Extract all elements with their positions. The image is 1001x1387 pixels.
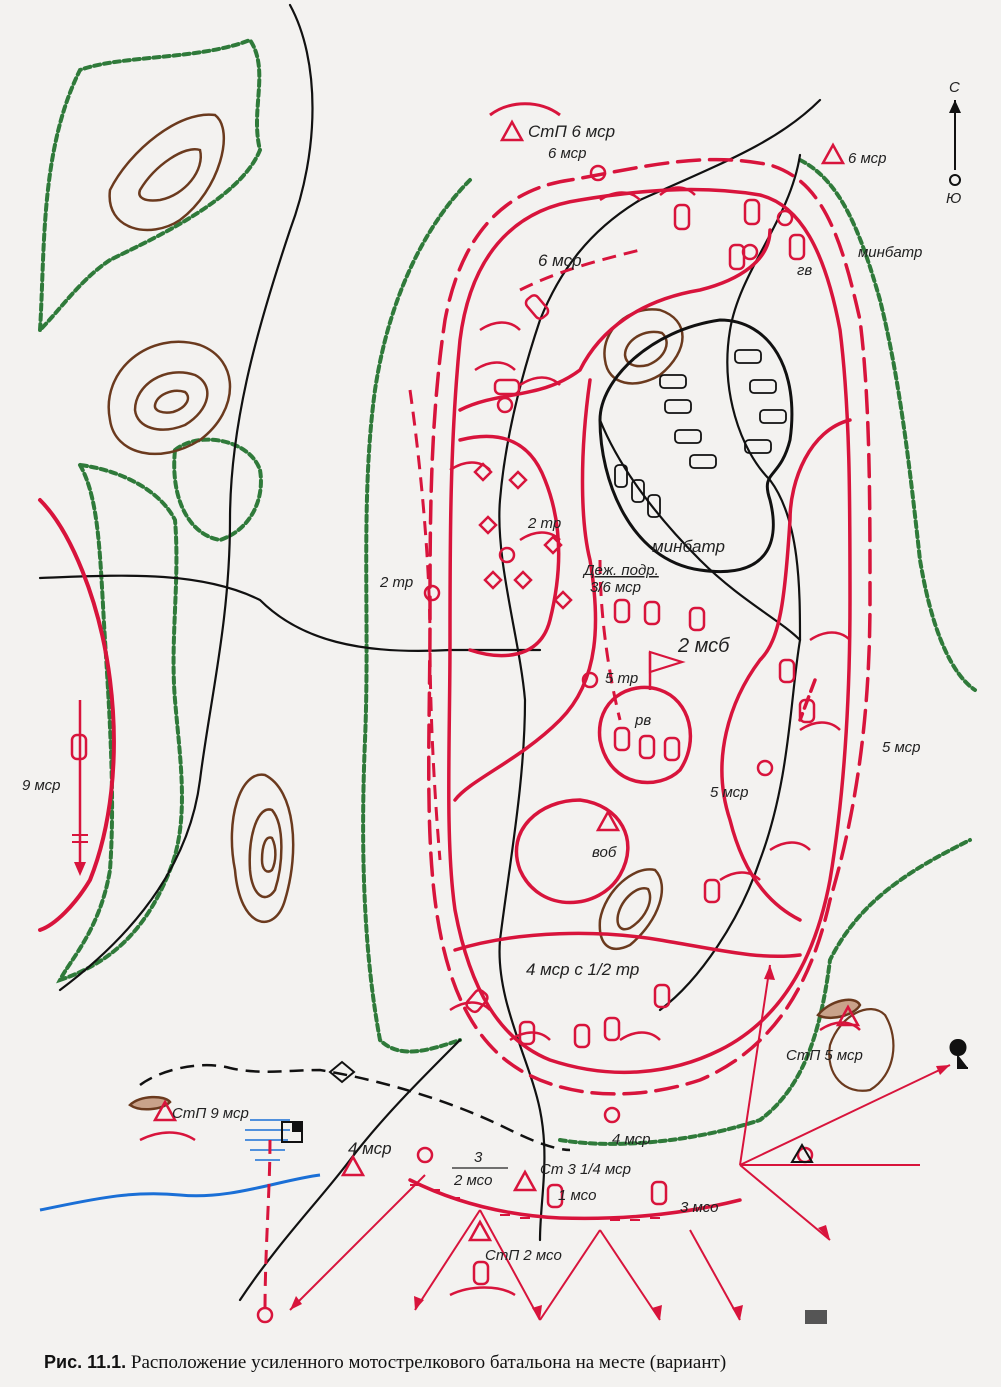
label-5msr-right: 5 мср (882, 739, 920, 756)
caption-text: Расположение усиленного мотострелкового … (130, 1352, 727, 1373)
label-4msr-left: 4 мср (348, 1139, 392, 1158)
label-vob: воб (592, 844, 617, 861)
label-4msr-bottom: 4 мср (612, 1131, 650, 1148)
counterattack-route-left (408, 389, 442, 861)
hill-inner-top (603, 308, 684, 385)
caption-fig-number: Рис. 11.1. (44, 1352, 127, 1372)
hill-top-left (108, 113, 225, 232)
label-minbatr-right: минбатр (858, 244, 922, 261)
counterattack-route-6msr (519, 248, 641, 292)
lake-hatch (245, 1119, 290, 1161)
road-main-a (498, 98, 822, 1242)
label-3mso: 3 мсо (680, 1199, 718, 1216)
approach-route (139, 1064, 571, 1152)
road-inner-fork (598, 418, 802, 642)
label-2tr-left: 2 тр (379, 574, 413, 591)
hills (107, 113, 895, 1111)
fire-sectors (289, 964, 951, 1321)
building-icon-fill (292, 1122, 302, 1132)
label-gv: гв (797, 262, 812, 279)
forest-edge-mid (172, 437, 263, 543)
route-south (263, 1139, 272, 1311)
tree-icon (949, 1038, 968, 1069)
label-stp-2mso: СтП 2 мсо (485, 1247, 562, 1264)
perimeter-inner (447, 187, 852, 1075)
arrow-9msr-head (74, 862, 86, 876)
perimeter-outer (427, 157, 872, 1096)
movement-arrows (263, 248, 641, 1311)
hill-small-right (816, 998, 862, 1020)
mine-marker-icon (790, 1143, 814, 1163)
label-st3: Ст 3 1/4 мср (540, 1161, 631, 1178)
label-fraction-top: 3 (474, 1149, 483, 1166)
area-2tr (458, 434, 561, 658)
area-center (453, 378, 598, 802)
roads (38, 3, 822, 1302)
label-4msr-tr: 4 мср с 1/2 тр (526, 960, 639, 979)
compass-north-label: С (949, 79, 960, 96)
river (39, 1173, 321, 1212)
label-2tr-inner: 2 тр (527, 515, 561, 532)
label-duty-bottom: 3/6 мср (590, 579, 641, 596)
label-9msr: 9 мср (22, 777, 60, 794)
label-1mso: 1 мсо (558, 1187, 596, 1204)
forest-edge-bottom-right (558, 838, 972, 1146)
bridge-icon (328, 1060, 356, 1084)
label-6msr-inner: 6 мср (538, 251, 582, 270)
compass-arrow-icon (949, 100, 961, 113)
label-stp-5msr: СтП 5 мср (786, 1047, 863, 1064)
road-cross-west (38, 574, 542, 653)
label-6msr-top: 6 мср (548, 145, 586, 162)
fire-sector-heads (290, 965, 950, 1320)
label-minbatr-inner: минбатр (652, 537, 725, 556)
compass-south-label: Ю (946, 190, 961, 207)
hill-bottom-left (230, 773, 295, 924)
road-south-west (238, 1038, 462, 1302)
area-rv (597, 685, 693, 785)
hill-mid-left (107, 340, 232, 455)
hill-bottom-right (828, 1008, 895, 1092)
label-stp-9msr: СтП 9 мср (172, 1105, 249, 1122)
area-6msr (458, 228, 772, 412)
label-2msb: 2 мсб (677, 635, 730, 657)
minbatr-area (598, 318, 794, 573)
area-5msr (720, 418, 852, 922)
figure-caption: Рис. 11.1. Расположение усиленного мотос… (44, 1352, 984, 1374)
forest-edge-main-left (361, 178, 472, 1054)
forest-edge-top-left (38, 37, 263, 332)
road-main-b (658, 153, 802, 1012)
defense-lines (38, 157, 872, 1221)
label-duty-top: Деж. подр. (582, 562, 659, 579)
label-fraction-bottom: 2 мсо (453, 1172, 492, 1189)
road-far-left (58, 3, 314, 992)
area-4msr (453, 931, 802, 959)
hill-small-left (128, 1095, 172, 1111)
label-rv: рв (634, 712, 651, 729)
tactical-map: СтП 6 мср 6 мср 6 мср 6 мср минбатр гв м… (22, 3, 977, 1324)
hill-inner-bottom (598, 868, 664, 951)
forest-edge-main-right (798, 158, 977, 692)
map-labels: СтП 6 мср 6 мср 6 мср 6 мср минбатр гв м… (22, 79, 961, 1264)
label-5tr: 5 тр (605, 670, 638, 687)
label-6msr-right: 6 мср (848, 150, 886, 167)
unit-symbols (70, 102, 861, 1324)
forest-edge-left-strip (56, 463, 184, 984)
hatch-square-icon (805, 1310, 827, 1324)
minbatr-vehicles (614, 349, 787, 518)
label-5msr-inner: 5 мср (710, 784, 748, 801)
area-vob (514, 798, 630, 905)
label-stp-6msr: СтП 6 мср (528, 122, 615, 141)
line-9msr (38, 498, 116, 932)
